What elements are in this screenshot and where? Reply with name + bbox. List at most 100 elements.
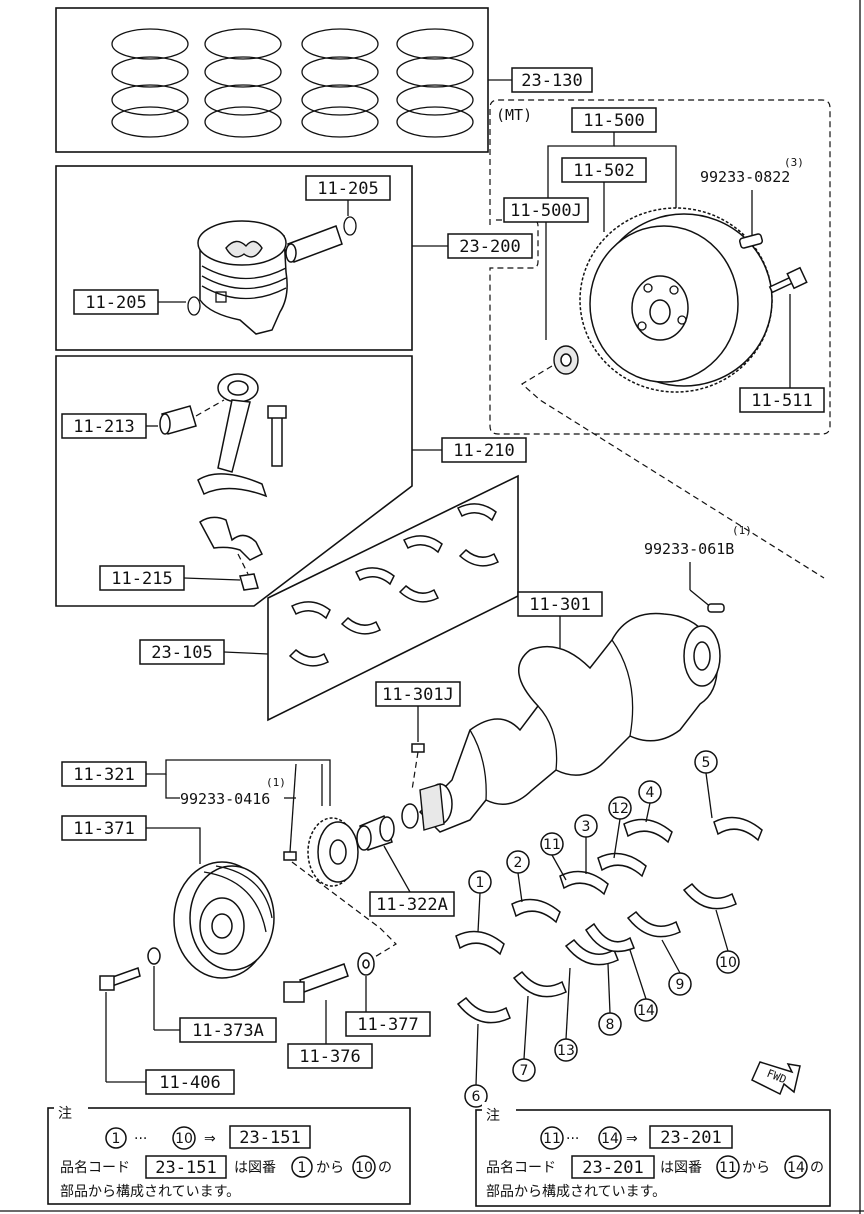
label-box-23-200[interactable]	[447, 233, 533, 259]
timing-gear[interactable]	[307, 817, 359, 887]
label-11-500J: 11-500J	[510, 201, 582, 221]
note-left-ref-box[interactable]	[229, 1125, 311, 1149]
callout-6[interactable]: 6	[464, 1023, 488, 1108]
qty-99233-0822: (3)	[784, 156, 804, 169]
label-box-23-105[interactable]	[139, 639, 225, 665]
conrod-bushing[interactable]	[159, 405, 197, 435]
note-right-dots: ···	[566, 1131, 579, 1147]
callout-10[interactable]: 10	[715, 909, 740, 974]
bearing-shells[interactable]	[288, 503, 500, 667]
crank-dowel-pin[interactable]	[707, 603, 725, 613]
svg-text:11: 11	[543, 837, 561, 853]
crankshaft-part[interactable]	[401, 612, 721, 833]
svg-text:7: 7	[520, 1063, 529, 1079]
snap-ring-top[interactable]	[343, 216, 357, 236]
label-11-406: 11-406	[159, 1073, 220, 1093]
crank-pulley[interactable]	[173, 861, 275, 979]
svg-text:6: 6	[472, 1089, 481, 1105]
note-right-ref: 23-201	[660, 1128, 721, 1148]
note-right-line2-b: は図番	[660, 1160, 702, 1176]
connecting-rod[interactable]	[197, 373, 268, 498]
crankshaft-group: 99233-061B (1) 11-301 11-301J	[375, 524, 752, 833]
note-left-circle-to	[172, 1126, 196, 1150]
note-right-ref-box[interactable]	[649, 1125, 733, 1149]
label-box-11-301J[interactable]	[375, 681, 461, 707]
note-left-line2-ref-box[interactable]	[145, 1155, 227, 1179]
flywheel-part[interactable]	[579, 207, 773, 393]
note-left: 注 1 ··· 10 ⇒ 23-151 品名コード 23-151 は図番 1 か…	[47, 1100, 411, 1205]
spacer[interactable]	[356, 814, 395, 851]
label-box-23-130[interactable]	[511, 67, 593, 93]
callout-2[interactable]: 2	[506, 850, 530, 903]
conrod-frame	[55, 355, 413, 607]
label-box-11-373A[interactable]	[179, 1017, 277, 1043]
note-right-frame	[475, 1109, 831, 1207]
piston-pin[interactable]	[285, 225, 343, 263]
note-left-line3: 部品から構成されています。	[60, 1184, 240, 1200]
label-11-376: 11-376	[299, 1047, 360, 1067]
bearing-set-group: 23-105	[139, 474, 519, 722]
label-box-11-322A[interactable]	[369, 891, 455, 917]
label-box-11-406[interactable]	[145, 1069, 235, 1095]
crank-key[interactable]	[411, 743, 425, 753]
washer-left[interactable]	[147, 947, 161, 965]
conrod-nut[interactable]	[239, 573, 259, 591]
callout-12[interactable]: 12	[608, 796, 632, 859]
label-box-11-502[interactable]	[561, 157, 647, 183]
flywheel-bolt[interactable]	[768, 266, 808, 294]
label-box-11-213[interactable]	[61, 413, 147, 439]
callout-5[interactable]: 5	[694, 750, 718, 819]
label-box-11-511[interactable]	[739, 387, 825, 413]
label-box-11-210[interactable]	[441, 437, 527, 463]
snap-ring-left[interactable]	[187, 296, 201, 316]
ring-stack-3	[301, 28, 379, 138]
label-box-11-377[interactable]	[345, 1011, 431, 1037]
label-11-377: 11-377	[357, 1015, 418, 1035]
ring-stack-1	[111, 28, 189, 138]
piston[interactable]	[197, 220, 288, 335]
label-box-11-205-top[interactable]	[305, 175, 391, 201]
flywheel-frame	[489, 99, 831, 435]
callout-8[interactable]: 8	[598, 963, 622, 1036]
pulley-bolt-right[interactable]	[283, 963, 349, 1003]
callout-7[interactable]: 7	[512, 995, 536, 1082]
svg-text:4: 4	[646, 785, 655, 801]
note-left-line2-c: から	[316, 1160, 344, 1176]
label-box-11-321[interactable]	[61, 761, 147, 787]
label-box-11-376[interactable]	[287, 1043, 373, 1069]
label-11-500: 11-500	[583, 111, 644, 131]
note-right-line2-a: 品名コード	[486, 1160, 556, 1176]
label-11-301J: 11-301J	[382, 685, 454, 705]
note-right-line2-from: 11	[719, 1160, 737, 1176]
svg-text:13: 13	[557, 1043, 575, 1059]
callout-4[interactable]: 4	[638, 780, 662, 823]
key-pin[interactable]	[283, 851, 297, 861]
pilot-bearing[interactable]	[553, 345, 579, 375]
label-23-130: 23-130	[521, 71, 582, 91]
callout-1[interactable]: 1	[468, 870, 492, 933]
note-left-arrow: ⇒	[204, 1131, 216, 1147]
label-11-511: 11-511	[751, 391, 812, 411]
note-left-circle-from	[105, 1127, 127, 1149]
conrod-bolt[interactable]	[267, 405, 287, 467]
label-11-502: 11-502	[573, 161, 634, 181]
label-11-371: 11-371	[73, 819, 134, 839]
note-left-line2-ref: 23-151	[155, 1158, 216, 1178]
label-box-11-500J[interactable]	[503, 197, 589, 223]
note-right-line2-c: から	[742, 1160, 770, 1176]
label-23-105: 23-105	[151, 643, 212, 663]
label-11-210: 11-210	[453, 441, 514, 461]
label-box-11-371[interactable]	[61, 815, 147, 841]
callout-3[interactable]: 3	[574, 814, 598, 874]
conrod-cap[interactable]	[199, 516, 264, 561]
callout-11[interactable]: 11	[540, 832, 567, 881]
note-right-line2-ref-box[interactable]	[571, 1155, 655, 1179]
note-left-from: 1	[112, 1131, 121, 1147]
callout-9[interactable]: 9	[661, 939, 692, 996]
main-bearing-shells[interactable]	[455, 816, 763, 1024]
flywheel-dowel-pin[interactable]	[739, 233, 763, 249]
pulley-bolt-left[interactable]	[99, 967, 141, 991]
washer-right[interactable]	[357, 952, 375, 976]
callout-14[interactable]: 14	[629, 949, 658, 1022]
callout-13[interactable]: 13	[554, 967, 578, 1062]
